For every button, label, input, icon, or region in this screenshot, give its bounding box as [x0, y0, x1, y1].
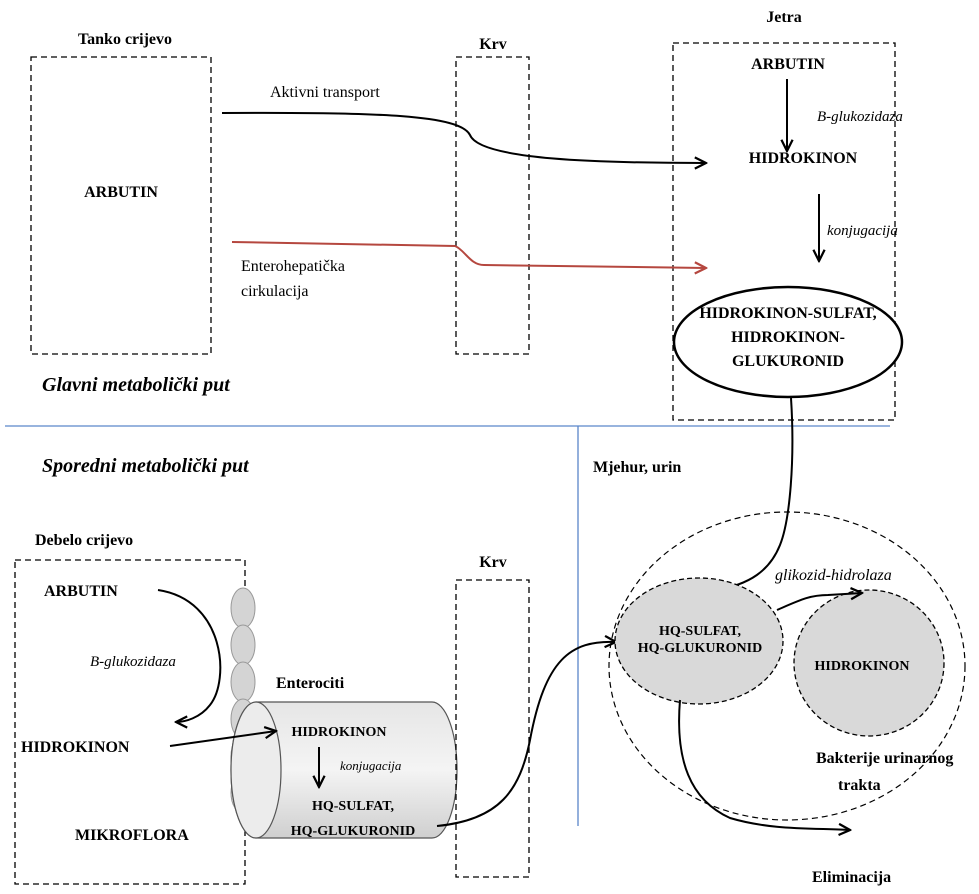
liver-label: Jetra: [766, 9, 802, 26]
side-path-title: Sporedni metabolički put: [42, 455, 250, 477]
blood-label-bottom: Krv: [479, 554, 507, 571]
active-transport-arrow: [221, 111, 706, 163]
bladder-conjugate-line-2: HQ-GLUKURONID: [638, 641, 762, 656]
main-path-title: Glavni metabolički put: [42, 374, 231, 396]
bladder-hydroquinone: HIDROKINON: [815, 659, 910, 674]
liver-conjugate-line-3: GLUKURONID: [732, 353, 844, 370]
liver-to-bladder-arrow: [715, 397, 794, 590]
blood-label-top: Krv: [479, 36, 507, 53]
liver-arbutin: ARBUTIN: [751, 56, 825, 73]
enterocytes-label: Enterociti: [276, 675, 345, 692]
large-intestine-hydroquinone: HIDROKINON: [21, 739, 130, 756]
large-intestine-glucosidase-arrow: [157, 589, 222, 722]
large-intestine-label: Debelo crijevo: [35, 532, 133, 549]
enterohepatic-arrow: [231, 241, 706, 268]
large-intestine-enzyme-label: B-glukozidaza: [90, 654, 176, 670]
bladder-enzyme-label: glikozid-hidrolaza: [775, 567, 892, 584]
small-intestine-box: [30, 56, 212, 355]
small-intestine-label: Tanko crijevo: [78, 31, 172, 48]
elimination-label: Eliminacija: [812, 869, 891, 886]
enterocyte-to-bladder-arrow: [436, 642, 616, 827]
blood-box-bottom: [455, 579, 530, 878]
enterocyte-conjugation-label: konjugacija: [340, 758, 402, 773]
small-intestine-arbutin: ARBUTIN: [84, 184, 158, 201]
elimination-arrow: [678, 699, 850, 830]
hydrolase-arrow: [776, 593, 862, 611]
large-intestine-arbutin: ARBUTIN: [44, 583, 118, 600]
liver-conjugate-line-1: HIDROKINON-SULFAT,: [699, 305, 876, 322]
enterohepatic-label-line-1: Enterohepatička: [241, 258, 345, 275]
bladder-conjugates-node: [614, 577, 784, 705]
enterocyte-conjugate-line-2: HQ-GLUKURONID: [291, 824, 415, 839]
microflora-label: MIKROFLORA: [75, 827, 189, 844]
liver-conjugate-line-2: HIDROKINON-: [731, 329, 845, 346]
hydroquinone-to-enterocyte-arrow: [169, 731, 276, 747]
liver-conjugation-label: konjugacija: [827, 223, 898, 239]
bacteria-label-line-2: trakta: [838, 777, 881, 794]
bladder-conjugate-line-1: HQ-SULFAT,: [659, 624, 741, 639]
liver-hydroquinone: HIDROKINON: [749, 150, 858, 167]
blood-box-top: [455, 56, 530, 355]
liver-conjugates-ellipse: [672, 285, 904, 399]
bladder-boundary: [608, 511, 966, 821]
enterocyte-conjugate-line-1: HQ-SULFAT,: [312, 799, 394, 814]
bladder-hydroquinone-node: [793, 589, 945, 737]
bladder-label: Mjehur, urin: [593, 459, 681, 476]
enterohepatic-label-line-2: cirkulacija: [241, 283, 309, 300]
bacteria-label-line-1: Bakterije urinarnog: [816, 750, 953, 767]
enterocyte-hydroquinone: HIDROKINON: [292, 725, 387, 740]
liver-enzyme-label: B-glukozidaza: [817, 109, 903, 125]
liver-box: [672, 42, 896, 421]
active-transport-label: Aktivni transport: [270, 84, 380, 101]
